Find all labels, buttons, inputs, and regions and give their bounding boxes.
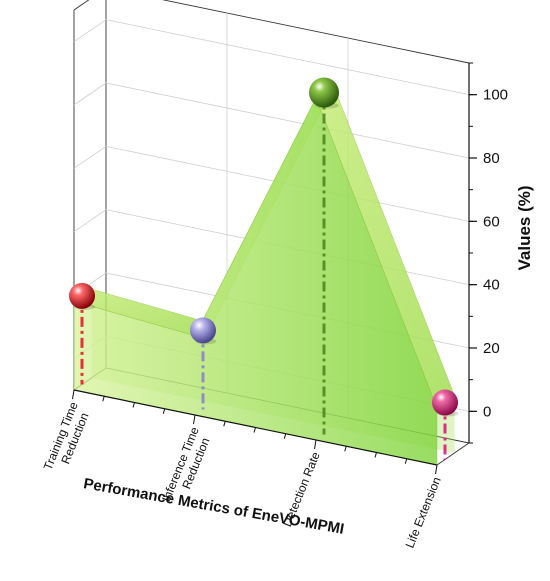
x-tick: [314, 439, 317, 450]
x-minor-tick: [102, 396, 105, 402]
grid-line-side: [73, 19, 107, 42]
y-tick-label: 60: [483, 213, 500, 230]
axis-box-edge: [73, 0, 90, 11]
data-point: [69, 282, 95, 309]
data-point: [309, 77, 339, 108]
grid-line-side: [73, 146, 107, 169]
x-tick: [72, 389, 75, 400]
x-minor-tick: [344, 446, 347, 452]
x-minor-tick: [253, 427, 256, 433]
x-minor-tick: [132, 402, 135, 408]
y-axis: 0 20 40 60 80 100: [468, 62, 508, 444]
x-minor-tick: [223, 421, 226, 427]
y-tick-label: 20: [483, 340, 500, 357]
data-point: [432, 389, 458, 416]
area-front-face: [73, 97, 438, 466]
x-minor-tick: [283, 433, 287, 439]
x-minor-tick: [374, 452, 377, 458]
grid-line-horizontal: [105, 19, 470, 96]
grid-line-horizontal: [105, 82, 470, 159]
y-tick-label: 80: [483, 150, 500, 167]
x-tick-label-group: Life Extension: [403, 475, 444, 550]
x-tick-label: Life Extension: [403, 475, 444, 550]
x-minor-tick: [404, 458, 408, 464]
data-area: [73, 85, 455, 466]
data-point: [190, 317, 216, 344]
data-points: [69, 77, 459, 417]
axis-box-edge: [161, 0, 470, 64]
y-tick-label: 40: [483, 277, 500, 294]
x-minor-tick: [162, 408, 166, 414]
axis-box-edge: [436, 442, 470, 466]
x-tick: [435, 464, 438, 475]
y-tick-label: 100: [483, 87, 508, 104]
y-axis-title: Values (%): [515, 185, 534, 270]
y-tick-label: 0: [483, 403, 491, 420]
x-tick: [193, 414, 196, 425]
grid-line-side: [73, 209, 107, 232]
grid-line-side: [73, 82, 107, 106]
